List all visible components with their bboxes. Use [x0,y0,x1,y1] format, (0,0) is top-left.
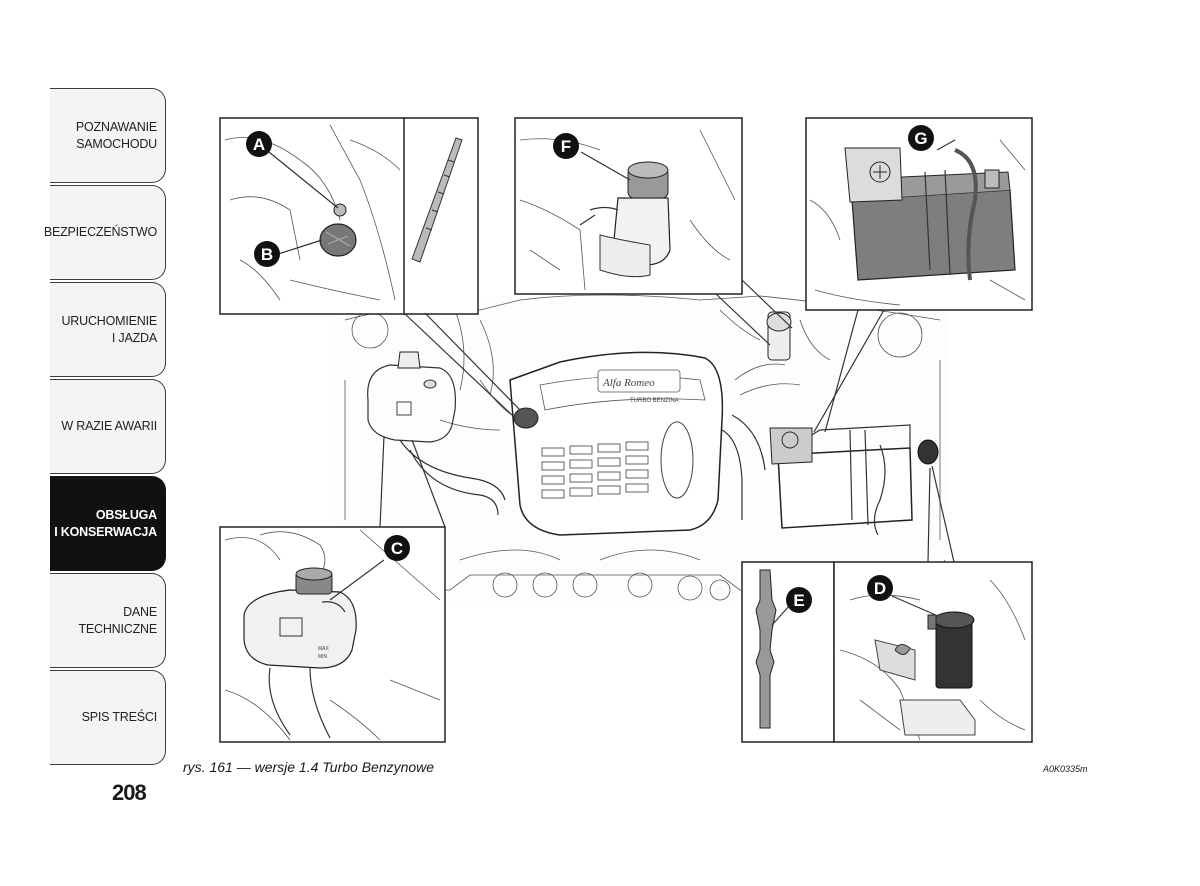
chapter-tabs: POZNAWANIE SAMOCHODU BEZPIECZEŃSTWO URUC… [44,88,166,767]
reservoir-min-mark: MIN [318,654,328,660]
inset-washer-dipstick [741,561,835,743]
callout-a: A [246,131,272,157]
page-number: 208 [112,780,147,805]
callout-b: B [254,241,280,267]
svg-text:B: B [261,245,273,264]
engine-cover-slots [541,441,649,499]
figure-caption: rys. 161 — wersje 1.4 Turbo Benzynowe [183,759,435,775]
callout-f: F [553,133,579,159]
callout-g: G [908,125,934,151]
callout-d: D [867,575,893,601]
tab-bezpieczenstwo[interactable]: BEZPIECZEŃSTWO [44,185,166,280]
svg-text:F: F [561,137,571,156]
tab-uruchomienie-i-jazda[interactable]: URUCHOMIENIE I JAZDA [50,282,166,377]
tab-spis-tresci[interactable]: SPIS TREŚCI [50,670,166,765]
tab-poznawanie-samochodu[interactable]: POZNAWANIE SAMOCHODU [50,88,166,183]
inset-battery [805,117,1033,433]
tab-obsluga-i-konserwacja[interactable]: OBSŁUGA I KONSERWACJA [50,476,166,571]
svg-text:A: A [253,135,265,154]
callout-c: C [384,535,410,561]
inset-washer-reservoir [833,465,1033,743]
svg-text:E: E [793,591,804,610]
tab-dane-techniczne[interactable]: DANE TECHNICZNE [50,573,166,668]
tab-w-razie-awarii[interactable]: W RAZIE AWARII [50,379,166,474]
figure-code: A0K0335m [1043,764,1088,774]
inset-oil-filler [219,117,406,315]
svg-text:G: G [914,129,927,148]
inset-brake-fluid [514,117,793,346]
svg-text:D: D [874,579,886,598]
inset-coolant: MAX MIN [219,435,446,743]
engine-logo-text: Alfa Romeo [602,377,655,389]
svg-text:C: C [391,539,403,558]
inset-dipstick [403,117,521,416]
reservoir-max-mark: MAX [318,646,330,652]
callout-e: E [786,587,812,613]
engine-model-text: TURBO BENZINA [630,398,679,404]
